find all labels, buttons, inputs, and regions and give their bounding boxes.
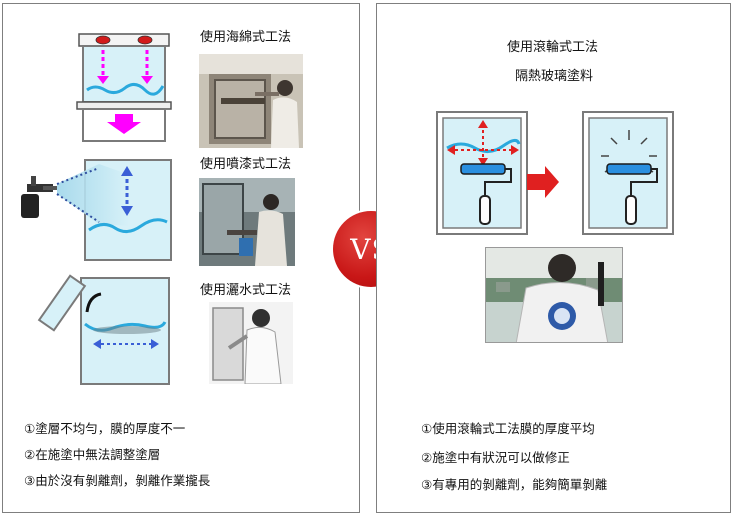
- pour-method-diagram: [37, 274, 170, 385]
- sponge-method-photo: [199, 54, 303, 148]
- spray-method-diagram: [21, 159, 172, 261]
- spray-method-label: 使用噴漆式工法: [200, 157, 292, 172]
- right-panel: 使用滾輪式工法 隔熱玻璃塗料: [376, 3, 731, 513]
- sponge-method-label: 使用海綿式工法: [200, 30, 292, 45]
- transition-arrow-icon: [527, 166, 559, 198]
- left-panel: 使用海綿式工法 使用噴漆式工: [2, 3, 360, 513]
- roller-method-photo: [485, 247, 623, 343]
- pour-method-photo: [209, 302, 293, 384]
- right-note-1: ①使用滾輪式工法膜的厚度平均: [421, 421, 595, 436]
- right-note-3: ③有專用的剝離劑，能夠簡單剝離: [421, 477, 608, 492]
- roller-method-title: 使用滾輪式工法: [507, 40, 599, 55]
- spray-method-photo: [199, 178, 295, 266]
- sponge-method-diagram: [76, 33, 172, 142]
- insulation-paint-subtitle: 隔熱玻璃塗料: [515, 69, 594, 84]
- roller-after-diagram: [582, 111, 674, 235]
- left-note-2: ②在施塗中無法調整塗層: [24, 447, 161, 462]
- left-note-1: ①塗層不均勻，膜的厚度不一: [24, 421, 186, 436]
- roller-before-diagram: [436, 111, 528, 235]
- right-note-2: ②施塗中有狀況可以做修正: [421, 450, 570, 465]
- left-note-3: ③由於沒有剝離劑，剝離作業攏長: [24, 473, 211, 488]
- pour-method-label: 使用灑水式工法: [200, 283, 292, 298]
